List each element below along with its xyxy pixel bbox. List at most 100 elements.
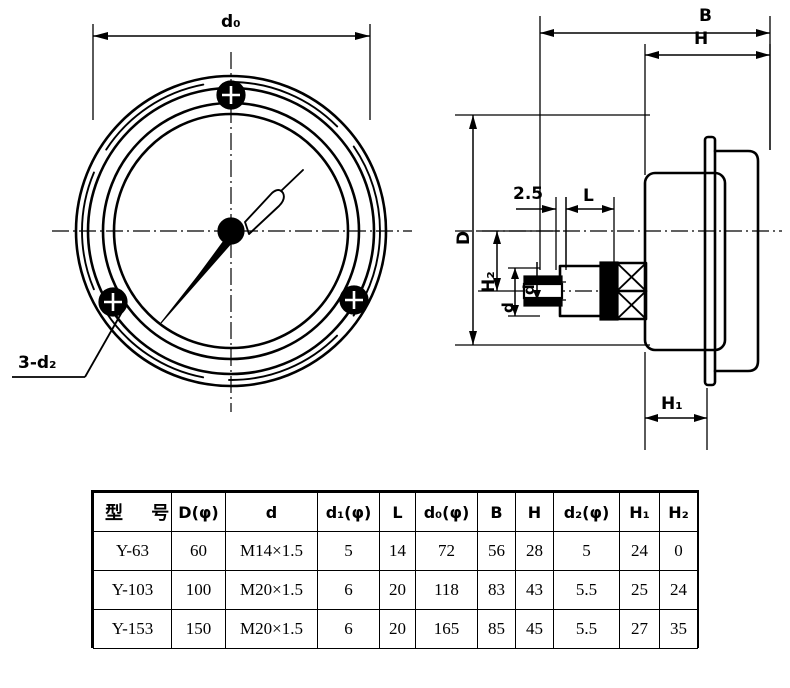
socket-hatch-a2: [616, 262, 647, 292]
panel-flange-plate: [703, 135, 717, 387]
label-2-5: 2.5: [513, 184, 544, 204]
cell-B: 85: [477, 609, 516, 649]
label-hole-callout: 3-d₂: [18, 353, 57, 373]
cell-d2: 5: [553, 531, 620, 571]
gauge-pointer: [160, 169, 304, 324]
cell-D: 150: [171, 609, 226, 649]
H2-arrow-bottom: [493, 278, 501, 291]
label-D: D: [454, 230, 474, 245]
d0-arrow-left: [93, 32, 108, 40]
pointer-hub: [217, 217, 245, 245]
header-d2: d₂(φ): [553, 492, 620, 532]
H-arrow-right: [756, 51, 770, 59]
D-arrow-bottom: [469, 331, 477, 345]
hole-callout-leader-line: [84, 311, 123, 378]
cell-H1: 25: [619, 570, 660, 610]
label-H: H: [694, 29, 709, 49]
label-H2: H₂: [479, 271, 499, 293]
label-B: B: [699, 6, 712, 26]
dimension-H2: [478, 230, 560, 292]
d25-arrow: [542, 205, 556, 213]
cell-L: 20: [379, 609, 416, 649]
socket-hatch-b2: [616, 290, 647, 320]
cell-model: Y-153: [93, 609, 172, 649]
pointer-needle: [160, 231, 242, 324]
cell-L: 20: [379, 570, 416, 610]
cell-H2: 0: [659, 531, 698, 571]
cell-H: 43: [515, 570, 554, 610]
specification-table: 型 号 D(φ) d d₁(φ) L d₀(φ) B H d₂(φ) H₁ H₂…: [93, 492, 698, 649]
header-d1: d₁(φ): [317, 492, 380, 532]
cell-d2: 5.5: [553, 609, 620, 649]
cell-H1: 27: [619, 609, 660, 649]
label-d1: d₁: [520, 277, 538, 295]
table-row: Y-153 150 M20×1.5 6 20 165 85 45 5.5 27 …: [93, 609, 698, 649]
cell-H: 28: [515, 531, 554, 571]
cell-D: 100: [171, 570, 226, 610]
pointer-tail: [244, 189, 285, 235]
header-d0: d₀(φ): [415, 492, 478, 532]
H1-arrow-left: [645, 414, 658, 422]
cell-d1: 5: [317, 531, 380, 571]
gauge-dial-ring: [112, 112, 350, 350]
header-D: D(φ): [171, 492, 226, 532]
dimension-H: [644, 44, 771, 175]
cell-d: M20×1.5: [225, 570, 318, 610]
dimension-d1: [528, 262, 566, 301]
cell-H: 45: [515, 609, 554, 649]
cell-B: 83: [477, 570, 516, 610]
header-d: d: [225, 492, 318, 532]
cell-B: 56: [477, 531, 516, 571]
H-arrow-left: [645, 51, 659, 59]
dimension-L: [565, 197, 615, 268]
cell-model: Y-103: [93, 570, 172, 610]
side-view-group: [455, 16, 782, 450]
d-arrow-bottom: [511, 305, 519, 316]
L-arrow-left: [566, 205, 578, 213]
pointer-needle-edge: [185, 235, 229, 294]
cell-d: M20×1.5: [225, 609, 318, 649]
label-H1: H₁: [661, 394, 683, 414]
D-arrow-top: [469, 115, 477, 129]
dimension-2-5: [516, 197, 567, 270]
header-H2: H₂: [659, 492, 698, 532]
table-row: Y-103 100 M20×1.5 6 20 118 83 43 5.5 25 …: [93, 570, 698, 610]
cell-H1: 24: [619, 531, 660, 571]
label-d: d: [499, 302, 517, 313]
cell-d0: 72: [415, 531, 478, 571]
header-H: H: [515, 492, 554, 532]
table-row: Y-63 60 M14×1.5 5 14 72 56 28 5 24 0: [93, 531, 698, 571]
B-arrow-right: [756, 29, 770, 37]
dimension-H1: [644, 352, 708, 450]
d1-arrow-bottom: [533, 290, 541, 300]
cell-H2: 35: [659, 609, 698, 649]
process-connection-assembly: [522, 261, 648, 321]
cell-d1: 6: [317, 609, 380, 649]
L-arrow-right: [602, 205, 614, 213]
dimension-d0: [92, 24, 371, 120]
cell-d: M14×1.5: [225, 531, 318, 571]
label-d0: d₀: [221, 12, 241, 32]
mounting-hole-top: [216, 80, 246, 110]
dimension-d: [508, 267, 540, 317]
B-arrow-left: [540, 29, 554, 37]
cell-H2: 24: [659, 570, 698, 610]
mounting-hole-lower-right: [339, 285, 369, 315]
header-model: 型 号: [93, 492, 172, 532]
cell-L: 14: [379, 531, 416, 571]
H1-arrow-right: [694, 414, 707, 422]
cell-d0: 118: [415, 570, 478, 610]
pointer-tail-tip: [280, 169, 304, 192]
cell-D: 60: [171, 531, 226, 571]
spec-table-container: 型 号 D(φ) d d₁(φ) L d₀(φ) B H d₂(φ) H₁ H₂…: [93, 492, 698, 649]
cell-model: Y-63: [93, 531, 172, 571]
cell-d2: 5.5: [553, 570, 620, 610]
front-bezel-ring: [713, 149, 760, 373]
header-H1: H₁: [619, 492, 660, 532]
front-view-group: [12, 24, 412, 412]
label-L: L: [583, 186, 594, 206]
header-B: B: [477, 492, 516, 532]
gauge-case-body: [643, 171, 727, 352]
header-L: L: [379, 492, 416, 532]
